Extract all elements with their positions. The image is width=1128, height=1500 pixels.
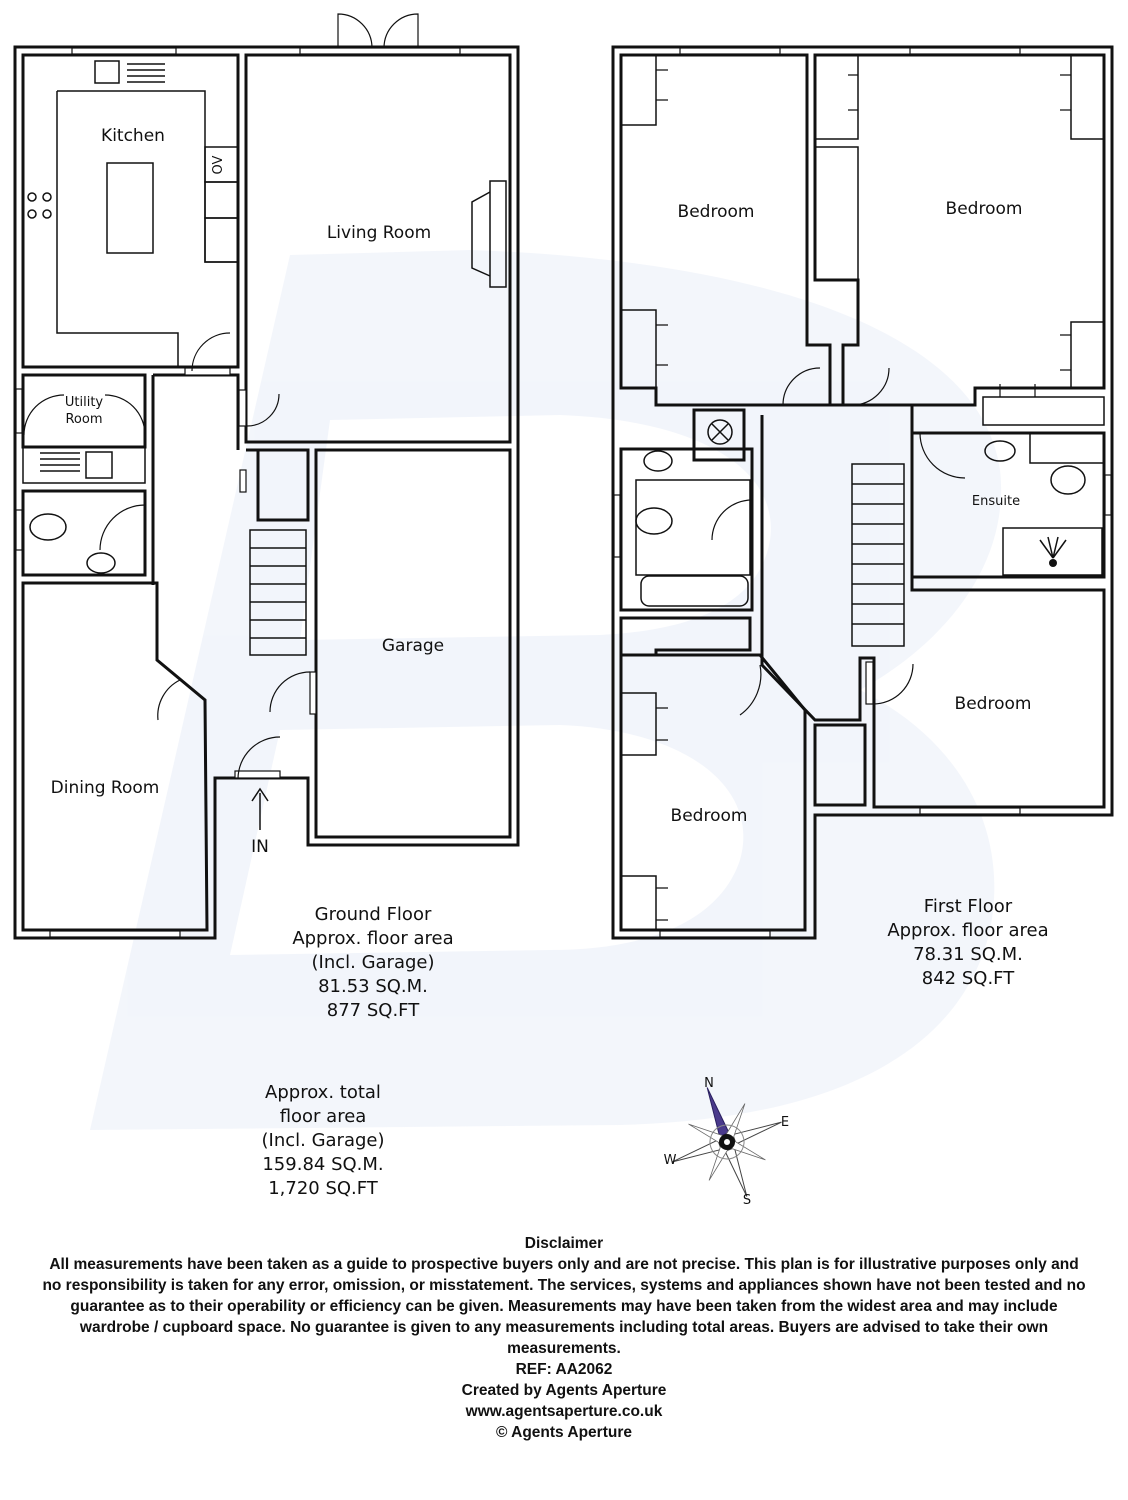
ground-stairs (246, 448, 310, 656)
floor-plan: Kitchen OV Living Room Utility Room Gara… (13, 13, 1114, 1208)
copyright: © Agents Aperture (495, 1424, 632, 1441)
compass-w-label: W (664, 1153, 677, 1168)
ground-floor-area-label: Approx. floor area (292, 928, 454, 949)
reference-number: REF: AA2062 (515, 1361, 613, 1378)
disclaimer-body: All measurements have been taken as a gu… (42, 1256, 1086, 1357)
first-floor-area: First Floor Approx. floor area 78.31 SQ.… (848, 895, 1088, 991)
total-floor-area: Approx. total floor area (Incl. Garage) … (203, 1081, 443, 1201)
utility-label-line2: Room (65, 412, 102, 427)
disclaimer-heading: Disclaimer (524, 1235, 604, 1252)
ground-floor-plan: Kitchen OV Living Room Utility Room Gara… (13, 13, 520, 940)
bedroom-3-label: Bedroom (955, 694, 1032, 714)
entrance-label: IN (251, 837, 269, 857)
bedroom-2-label: Bedroom (946, 199, 1023, 219)
utility-label-line1: Utility (65, 395, 104, 410)
boiler-icon (707, 419, 733, 445)
ground-floor-title: Ground Floor (314, 904, 432, 925)
hob-icon (27, 192, 52, 219)
bedroom-1-label: Bedroom (678, 202, 755, 222)
fireplace-icon (471, 180, 507, 288)
compass-s-label: S (743, 1193, 751, 1208)
compass-rose-icon: N E S W (664, 1076, 790, 1208)
ground-floor-incl-garage: (Incl. Garage) (311, 952, 435, 973)
garage-label: Garage (382, 636, 444, 656)
disclaimer-block: Disclaimer All measurements have been ta… (40, 1233, 1088, 1443)
created-by: Created by Agents Aperture (461, 1382, 667, 1399)
total-area-line1: Approx. total (265, 1082, 381, 1103)
total-area-line2: floor area (279, 1106, 367, 1127)
first-floor-sqft: 842 SQ.FT (921, 968, 1015, 989)
website-link[interactable]: www.agentsaperture.co.uk (465, 1403, 663, 1420)
ensuite-label: Ensuite (972, 494, 1020, 509)
ground-floor-area: Ground Floor Approx. floor area (Incl. G… (253, 903, 493, 1023)
entrance-arrow-icon (251, 787, 269, 830)
compass-e-label: E (781, 1115, 789, 1130)
total-area-sqft: 1,720 SQ.FT (268, 1178, 378, 1199)
shower-icon (1039, 536, 1067, 567)
kitchen-sink-icon (94, 60, 165, 84)
ground-floor-sqm: 81.53 SQ.M. (318, 976, 428, 997)
ground-floor-sqft: 877 SQ.FT (326, 1000, 420, 1021)
first-floor-title: First Floor (923, 896, 1013, 917)
compass-n-label: N (704, 1076, 714, 1091)
first-floor-plan: Bedroom Bedroom Ensuite Bedroom Bedroom (611, 45, 1114, 940)
first-floor-sqm: 78.31 SQ.M. (913, 944, 1023, 965)
kitchen-label: Kitchen (101, 126, 165, 146)
living-room-label: Living Room (327, 223, 431, 243)
total-area-incl-garage: (Incl. Garage) (261, 1130, 385, 1151)
utility-sink-icon (40, 451, 113, 479)
first-stairs (851, 463, 905, 647)
first-floor-area-label: Approx. floor area (887, 920, 1049, 941)
total-area-sqm: 159.84 SQ.M. (262, 1154, 384, 1175)
bedroom-4-label: Bedroom (671, 806, 748, 826)
oven-label: OV (211, 155, 226, 174)
dining-room-label: Dining Room (51, 778, 160, 798)
watermark-logo (90, 250, 1002, 1130)
